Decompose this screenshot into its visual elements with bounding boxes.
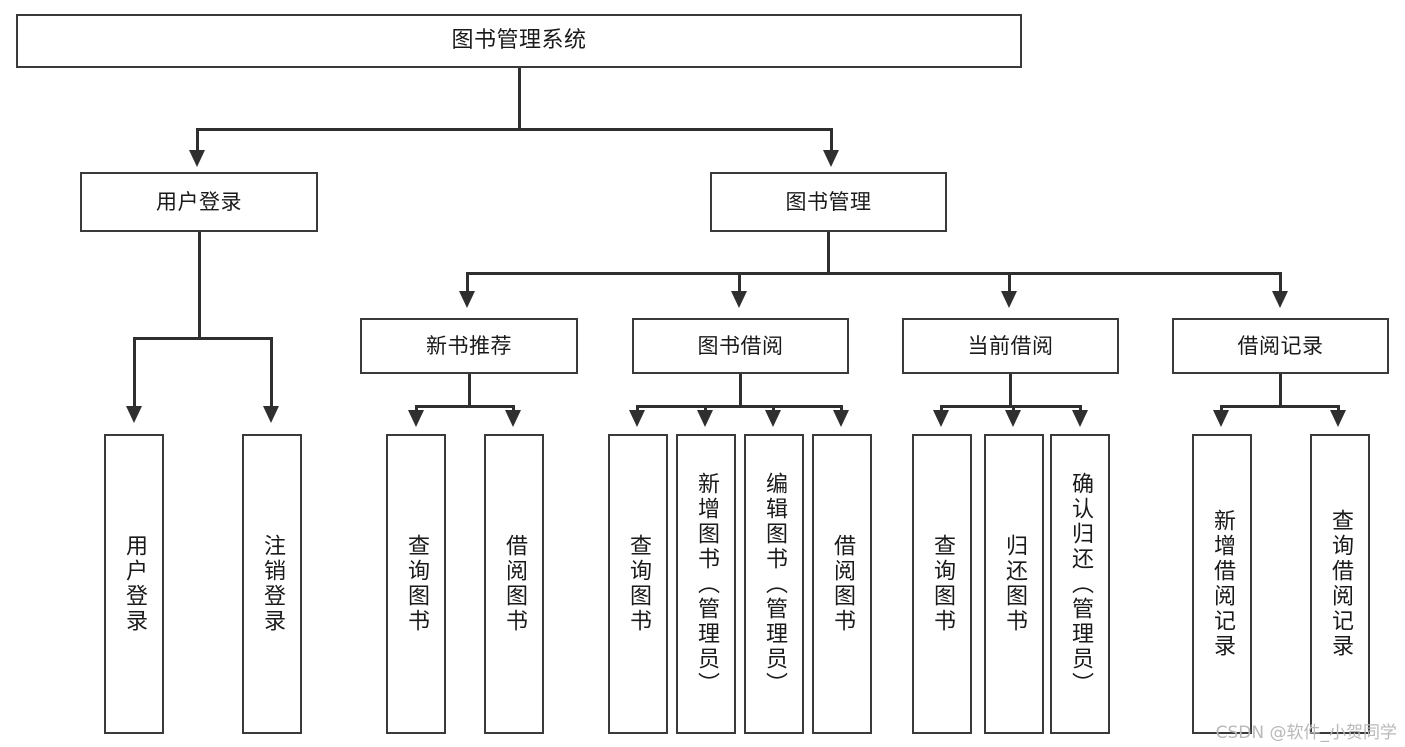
arrowhead-leaf-borrow-book-rec: [505, 410, 521, 427]
arrowhead-leaf-return-book: [1005, 410, 1021, 427]
node-label-user-login: 用户登录: [156, 189, 242, 214]
node-label-book-borrow: 图书借阅: [697, 333, 784, 358]
edge-current-borrow-child-1: [940, 405, 943, 413]
node-label-current-borrow: 当前借阅: [967, 333, 1054, 358]
edge-to-new-book-rec: [466, 272, 469, 294]
edge-current-borrow-stem: [1009, 374, 1012, 408]
edge-to-current-borrow: [1008, 272, 1011, 294]
edge-current-borrow-child-3: [1079, 405, 1082, 413]
node-leaf-confirm-return[interactable]: 确认归还（管理员）: [1050, 434, 1110, 734]
node-leaf-add-book[interactable]: 新增图书（管理员）: [676, 434, 736, 734]
node-leaf-edit-book[interactable]: 编辑图书（管理员）: [744, 434, 804, 734]
edge-current-borrow-child-2: [1012, 405, 1015, 413]
node-label-leaf-add-record: 新增借阅记录: [1210, 509, 1235, 659]
edge-book-borrow-child-2: [704, 405, 707, 413]
edge-book-borrow-child-4: [840, 405, 843, 413]
edge-current-borrow-bus: [940, 405, 1082, 408]
arrowhead-leaf-query-book-rec: [408, 410, 424, 427]
node-label-leaf-return-book: 归还图书: [1002, 534, 1027, 634]
edge-borrow-records-child-2: [1337, 405, 1340, 413]
edge-book-borrow-stem: [739, 374, 742, 408]
node-label-leaf-borrow-book-rec: 借阅图书: [502, 534, 527, 634]
node-label-leaf-query-book-b: 查询图书: [626, 534, 651, 634]
arrowhead-leaf-user-logout: [263, 406, 279, 423]
edge-user-login-stem: [198, 232, 201, 339]
arrowhead-current-borrow: [1001, 291, 1017, 308]
arrowhead-leaf-add-book: [697, 410, 713, 427]
arrowhead-leaf-add-record: [1213, 410, 1229, 427]
node-leaf-query-book-rec[interactable]: 查询图书: [386, 434, 446, 734]
edge-user-login-bus: [133, 337, 273, 340]
node-user-login[interactable]: 用户登录: [80, 172, 318, 232]
node-label-leaf-edit-book: 编辑图书（管理员）: [762, 471, 787, 697]
node-label-leaf-user-logout: 注销登录: [260, 534, 285, 634]
arrowhead-book-borrow: [731, 291, 747, 308]
node-leaf-return-book[interactable]: 归还图书: [984, 434, 1044, 734]
edge-borrow-records-child-1: [1220, 405, 1223, 413]
edge-book-borrow-child-3: [772, 405, 775, 413]
arrowhead-new-book-rec: [459, 291, 475, 308]
arrowhead-leaf-borrow-book-b: [833, 410, 849, 427]
node-label-leaf-query-record: 查询借阅记录: [1328, 509, 1353, 659]
arrowhead-user-login: [189, 150, 205, 167]
node-label-leaf-query-book-c: 查询图书: [930, 534, 955, 634]
edge-book-manage-stem: [827, 232, 830, 274]
node-label-root: 图书管理系统: [451, 28, 587, 54]
arrowhead-book-manage: [823, 150, 839, 167]
edge-to-book-manage: [830, 128, 833, 153]
node-label-leaf-user-login: 用户登录: [122, 534, 147, 634]
node-borrow-records[interactable]: 借阅记录: [1172, 318, 1389, 374]
arrowhead-leaf-edit-book: [765, 410, 781, 427]
node-new-book-rec[interactable]: 新书推荐: [360, 318, 578, 374]
node-label-leaf-query-book-rec: 查询图书: [404, 534, 429, 634]
edge-to-book-borrow: [738, 272, 741, 294]
edge-user-login-child-2: [270, 337, 273, 409]
node-label-leaf-borrow-book-b: 借阅图书: [830, 534, 855, 634]
node-current-borrow[interactable]: 当前借阅: [902, 318, 1119, 374]
edge-level3-bus: [466, 272, 1282, 275]
edge-new-book-rec-child-2: [512, 405, 515, 413]
arrowhead-leaf-query-book-c: [933, 410, 949, 427]
edge-new-book-rec-stem: [468, 374, 471, 408]
node-leaf-query-book-c[interactable]: 查询图书: [912, 434, 972, 734]
edge-borrow-records-bus: [1220, 405, 1340, 408]
edge-book-borrow-child-1: [636, 405, 639, 413]
edge-borrow-records-stem: [1279, 374, 1282, 408]
node-leaf-add-record[interactable]: 新增借阅记录: [1192, 434, 1252, 734]
node-leaf-query-record[interactable]: 查询借阅记录: [1310, 434, 1370, 734]
edge-level2-bus: [196, 128, 833, 131]
node-root-system[interactable]: 图书管理系统: [16, 14, 1022, 68]
node-leaf-user-logout[interactable]: 注销登录: [242, 434, 302, 734]
edge-new-book-rec-bus: [415, 405, 515, 408]
arrowhead-leaf-query-record: [1330, 410, 1346, 427]
node-label-book-manage: 图书管理: [785, 189, 872, 214]
edge-to-borrow-records: [1279, 272, 1282, 294]
edge-to-user-login: [196, 128, 199, 153]
arrowhead-leaf-query-book-b: [629, 410, 645, 427]
node-book-manage[interactable]: 图书管理: [710, 172, 947, 232]
arrowhead-leaf-user-login: [126, 406, 142, 423]
node-label-new-book-rec: 新书推荐: [426, 333, 512, 358]
node-leaf-borrow-book-b[interactable]: 借阅图书: [812, 434, 872, 734]
edge-book-borrow-bus: [636, 405, 842, 408]
edge-new-book-rec-child-1: [415, 405, 418, 413]
node-book-borrow[interactable]: 图书借阅: [632, 318, 849, 374]
node-leaf-borrow-book-rec[interactable]: 借阅图书: [484, 434, 544, 734]
node-leaf-user-login[interactable]: 用户登录: [104, 434, 164, 734]
node-leaf-query-book-b[interactable]: 查询图书: [608, 434, 668, 734]
csdn-watermark: CSDN @软件_小贺同学: [1215, 723, 1397, 743]
node-label-leaf-add-book: 新增图书（管理员）: [694, 471, 719, 697]
node-label-leaf-confirm-return: 确认归还（管理员）: [1068, 471, 1093, 697]
edge-user-login-child-1: [133, 337, 136, 409]
arrowhead-borrow-records: [1272, 291, 1288, 308]
edge-root-stem: [518, 68, 521, 130]
node-label-borrow-records: 借阅记录: [1237, 333, 1324, 358]
arrowhead-leaf-confirm-return: [1072, 410, 1088, 427]
